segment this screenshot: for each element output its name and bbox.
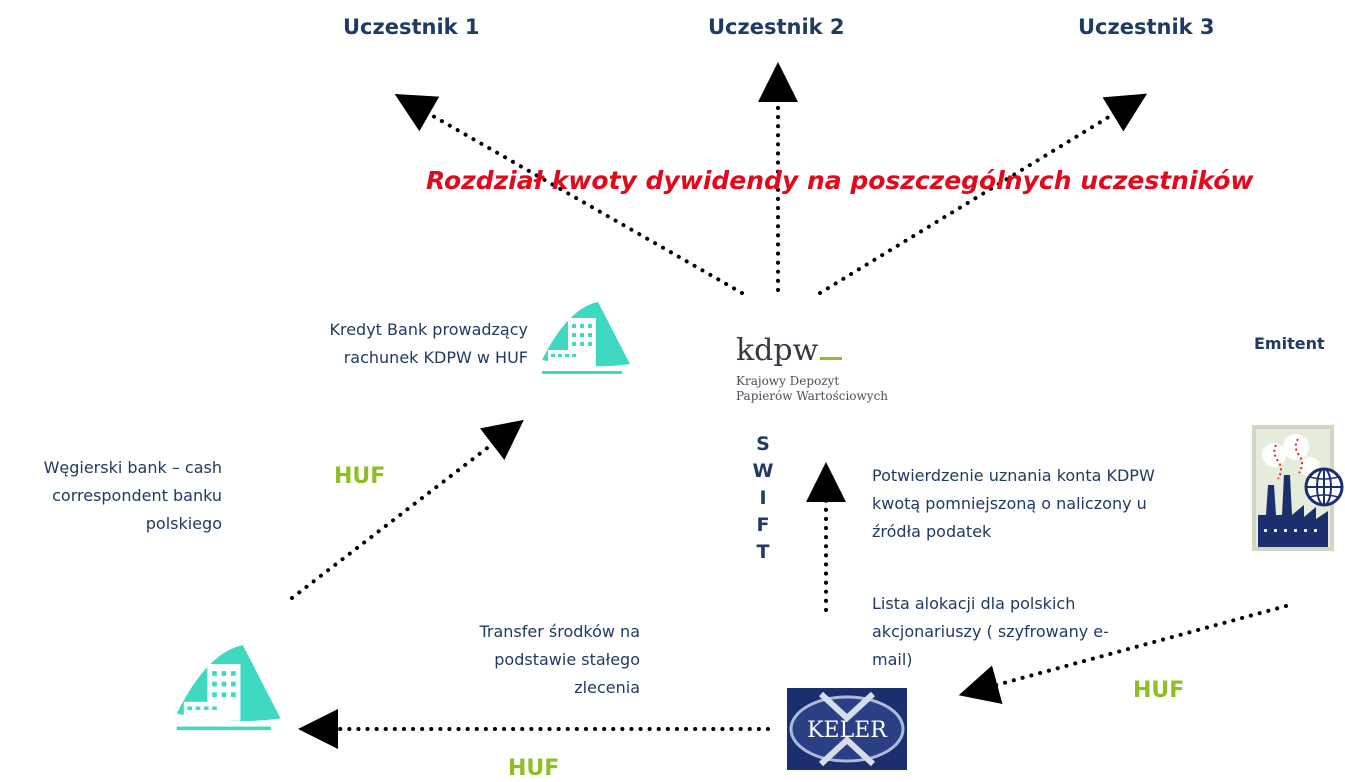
arrow-emitent-to-keler — [958, 604, 1288, 705]
swift-letter: S — [756, 433, 770, 455]
kdpw-logo-bar — [820, 357, 843, 360]
keler-logo-text: KELER — [807, 718, 888, 743]
swift-label: S W I F T — [751, 431, 775, 566]
currency-label-lower-right: HUF — [1133, 678, 1185, 703]
hungarian-bank-label: Węgierski bank – cash correspondent bank… — [43, 458, 222, 533]
kdpw-full-name-2: Papierów Wartościowych — [736, 389, 889, 403]
participant-1-label: Uczestnik 1 — [343, 15, 480, 39]
arrow-hungarian-to-credit-bank — [290, 419, 524, 600]
credit-bank-label: Kredyt Bank prowadzący rachunek KDPW w H… — [329, 320, 528, 367]
allocation-text: Lista alokacji dla polskich akcjonariusz… — [872, 594, 1109, 669]
transfer-text: Transfer środków na podstawie stałego zl… — [479, 622, 640, 697]
swift-letter: T — [756, 541, 770, 563]
bank-building-icon — [542, 302, 630, 374]
arrow-to-uczestnik-3 — [818, 93, 1148, 295]
kdpw-full-name-1: Krajowy Depozyt — [736, 374, 840, 388]
participant-2-label: Uczestnik 2 — [708, 15, 845, 39]
kdpw-logo-text: kdpw — [736, 333, 819, 368]
currency-label-bottom: HUF — [508, 756, 560, 781]
participant-3-label: Uczestnik 3 — [1078, 15, 1215, 39]
bank-building-icon — [176, 645, 281, 731]
emitent-label: Emitent — [1254, 334, 1325, 353]
arrow-to-uczestnik-1 — [394, 94, 744, 295]
keler-logo: KELER — [787, 688, 907, 770]
currency-label-upper-left: HUF — [334, 464, 386, 489]
swift-letter: I — [759, 487, 767, 509]
swift-letter: F — [756, 514, 770, 536]
confirmation-text: Potwierdzenie uznania konta KDPW kwotą p… — [872, 466, 1155, 541]
distribution-label: Rozdział kwoty dywidendy na poszczególny… — [426, 166, 1254, 195]
swift-letter: W — [752, 460, 774, 482]
factory-globe-icon — [1252, 425, 1344, 551]
kdpw-logo: kdpw Krajowy Depozyt Papierów Wartościow… — [736, 333, 888, 404]
